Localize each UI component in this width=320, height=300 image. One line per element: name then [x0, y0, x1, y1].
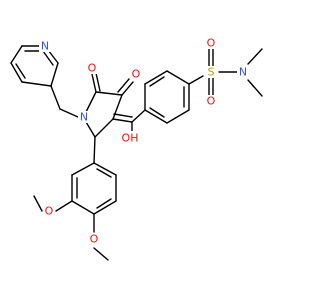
- bond-dmp-inner-c: [96, 168, 112, 178]
- bond-benz-exo-c: [131, 109, 146, 123]
- bond-benz-inner-c: [149, 76, 165, 87]
- bond-benz-5-6: [144, 70, 168, 85]
- bond-pyr-c3-c4: [112, 94, 123, 120]
- atom-label-o-methoxy-4: O: [90, 233, 99, 246]
- atom-o-lactam: O: [86, 62, 98, 75]
- bond-exo-c-ring-double: [113, 113, 133, 118]
- atom-label-n-sulfonamide: N: [239, 66, 247, 79]
- atom-oh: OH: [120, 131, 140, 145]
- atom-label-o-methoxy-3: O: [45, 205, 54, 218]
- bond-pyr-n-c2: [85, 121, 96, 138]
- structure-svg: O S O N O O N N: [10, 37, 263, 261]
- atom-o-methoxy-3: O: [43, 205, 55, 218]
- bond-c4-o-ketone-double: [117, 78, 130, 93]
- atom-label-n-pyrrolidine: N: [80, 111, 88, 124]
- atom-o-ketone: O: [130, 68, 142, 81]
- bond-c5-o-lactam-double: [95, 72, 101, 92]
- bond-c5-o-lactam: [91, 73, 97, 93]
- bond-n-methyl-up: [247, 48, 263, 65]
- molecule-structure-diagram: O S O N O O N N: [10, 37, 263, 261]
- atom-label-o-lactam: O: [88, 62, 97, 75]
- bond-py-1-2: [50, 62, 59, 87]
- bond-dmp-4-5: [93, 200, 117, 215]
- bond-py-4-5: [10, 45, 23, 64]
- bond-c2-aryl: [93, 136, 96, 164]
- bond-c4-o-ketone: [121, 81, 134, 96]
- bond-pyr-c4-c5: [95, 91, 123, 96]
- bond-dmp-1-2: [71, 162, 95, 176]
- bonds: [10, 45, 263, 261]
- atom-o-methoxy-4: O: [88, 233, 100, 246]
- bond-dmp-3-4: [71, 200, 95, 215]
- bond-o4-methyl: [93, 247, 109, 261]
- atom-labels: O S O N O O N N: [39, 37, 249, 246]
- atom-label-oh: OH: [122, 132, 139, 145]
- atom-label-s: S: [208, 66, 215, 79]
- bond-py-5-6: [10, 62, 23, 83]
- bond-pyr-c2-c3: [94, 118, 114, 138]
- bond-pyr-c5-n: [85, 91, 97, 113]
- bond-py-6-1: [21, 81, 52, 87]
- bond-n-methyl-down: [247, 79, 263, 97]
- bond-o3-methyl: [33, 195, 43, 212]
- bond-benz-6-1: [166, 70, 190, 85]
- atom-label-o-sulfonyl-top: O: [207, 37, 216, 50]
- bond-py-inner-a: [42, 50, 54, 66]
- bond-dmp-inner-b: [96, 198, 112, 209]
- atom-n-pyrrolidine: N: [78, 111, 90, 124]
- atom-n-sulfonamide: N: [237, 66, 249, 79]
- bond-benz-2-3: [166, 109, 190, 124]
- bond-dmp-o3: [55, 200, 73, 212]
- bond-benz-inner-b: [149, 107, 165, 118]
- atom-n-pyridine: N: [39, 40, 51, 53]
- bond-ch2-pyridine: [50, 85, 61, 110]
- bond-benz-3-4: [144, 109, 168, 124]
- bond-py-inner-b: [15, 63, 26, 79]
- bond-exo-c-ring: [112, 118, 133, 123]
- bond-ring-s: [188, 75, 204, 85]
- atom-s: S: [205, 66, 217, 79]
- atom-o-sulfonyl-bottom: O: [205, 95, 217, 108]
- bond-n-ch2: [59, 108, 79, 118]
- atom-label-o-sulfonyl-bottom: O: [207, 95, 216, 108]
- atom-o-sulfonyl-top: O: [205, 37, 217, 50]
- atom-label-n-pyridine: N: [41, 40, 49, 53]
- bond-dmp-6-1: [93, 162, 117, 176]
- atom-label-o-ketone: O: [132, 68, 141, 81]
